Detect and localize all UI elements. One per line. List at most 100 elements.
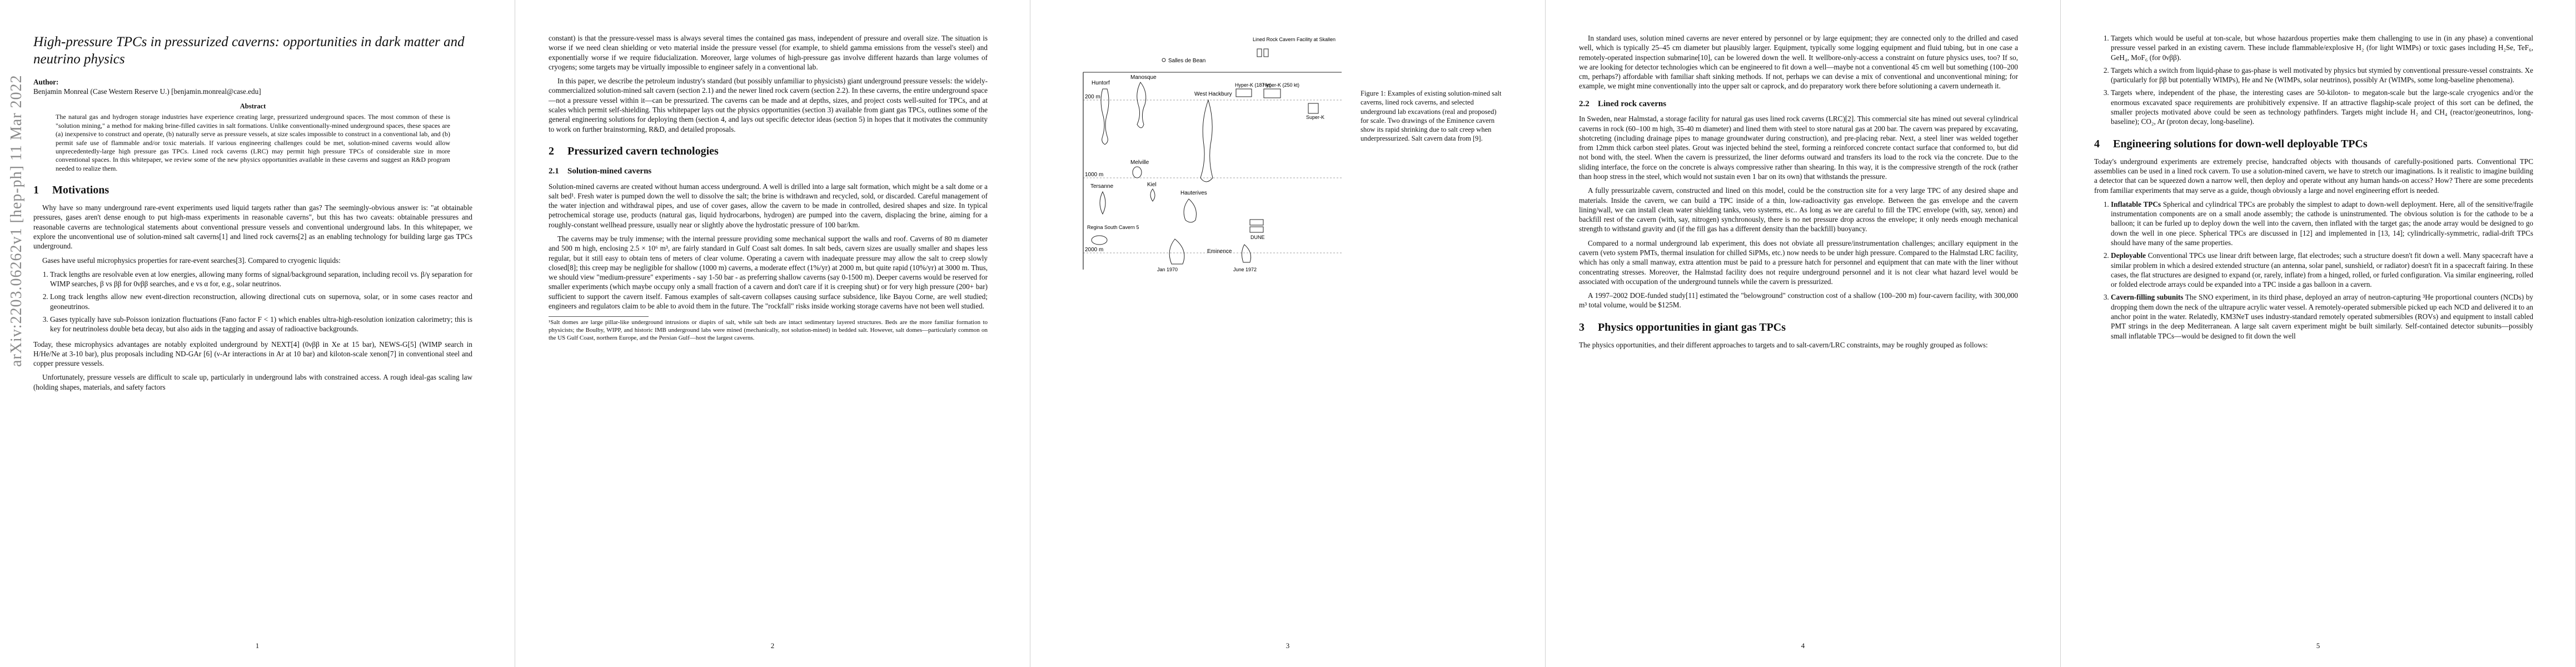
subsection-number: 2.1 [549,167,559,176]
section-number: 2 [549,145,554,157]
cavern-comparison-diagram: 200 m 1000 m 2000 m Salles de Bean Lined… [1083,37,1342,272]
author-heading: Author: [33,77,59,86]
page-5-content: Targets which would be useful at ton-sca… [2094,33,2533,346]
paragraph: A 1997–2002 DOE-funded study[11] estimat… [1579,291,2018,310]
regina-south-label: Regina South Cavern 5 [1087,225,1139,230]
lined-rock-label: Lined Rock Cavern Facility at Skallen [1253,37,1336,42]
huntorf-cavern [1100,88,1109,145]
dune-shape [1249,219,1264,226]
section-number: 3 [1579,321,1585,334]
figure-1-caption: Figure 1: Examples of existing solution-… [1361,89,1502,143]
section-title: Engineering solutions for down-well depl… [2113,137,2368,150]
footnote-rule [549,316,649,317]
list-item: Track lengths are resolvable even at low… [50,270,472,289]
section-4-heading: 4 Engineering solutions for down-well dep… [2094,137,2533,151]
page-number: 1 [255,641,260,650]
lined-rock-cavern-shape [1263,48,1269,57]
list-item-text: The SNO experiment, in its third phase, … [2111,293,2533,340]
hauterives-cavern [1183,198,1197,223]
list-item: Targets which a switch from liquid-phase… [2111,66,2533,85]
list-item-text: Spherical and cylindrical TPCs are proba… [2111,200,2533,247]
manosque-label: Manosque [1130,74,1157,81]
section-title: Physics opportunities in giant gas TPCs [1598,321,1786,334]
salles-de-bean-marker [1162,58,1166,62]
manosque-cavern [1137,82,1147,128]
footnote: ¹Salt domes are large pillar-like underg… [549,319,988,341]
paragraph: Today, these microphysics advantages are… [33,340,472,368]
abstract-heading: Abstract [240,102,266,111]
super-k-label: Super-K [1306,115,1324,120]
dune-label: DUNE [1250,235,1265,240]
subsection-title: Lined rock caverns [1598,99,1667,108]
list-item-head: Cavern-filling subunits [2111,293,2184,302]
abstract-text: The natural gas and hydrogen storage ind… [56,113,450,172]
hyper-k-250kt-shape [1263,88,1281,98]
list-item-text: Conventional TPCs use linear drift betwe… [2111,251,2533,289]
subsection-2-1-heading: 2.1 Solution-mined caverns [549,166,988,177]
eminence-1970-shape [1169,238,1185,265]
kiel-cavern [1150,188,1155,202]
west-hackbury-label: West Hackbury [1194,91,1232,97]
june-1972-label: June 1972 [1233,267,1257,272]
page-number: 3 [1285,641,1290,650]
page-number: 4 [1801,641,1805,650]
paragraph: The caverns may be truly immense; with t… [549,235,988,311]
depth-label-200m: 200 m [1085,94,1100,100]
paragraph: In Sweden, near Halmstad, a storage faci… [1579,115,2018,181]
melville-cavern [1132,166,1142,178]
page-number: 5 [2316,641,2320,650]
hauterives-label: Hauterives [1180,190,1207,196]
list-item: Long track lengths allow new event-direc… [50,292,472,311]
eminence-label: Eminence [1207,248,1232,255]
hyper-k-250kt-label: Hyper-K (250 kt) [1263,82,1299,88]
lined-rock-label-text: Lined Rock Cavern Facility at Skallen [1253,37,1336,42]
kiel-label: Kiel [1147,182,1157,188]
paragraph: Solution-mined caverns are created witho… [549,182,988,229]
list-item: Inflatable TPCs Spherical and cylindrica… [2111,200,2533,247]
page-5: Targets which would be useful at ton-sca… [2061,0,2576,667]
gas-advantages-list: Track lengths are resolvable even at low… [33,270,472,334]
page-number: 2 [770,641,775,650]
page-2: constant) is that the pressure-vessel ma… [515,0,1030,667]
paragraph: In standard uses, solution mined caverns… [1579,34,2018,91]
subsection-2-2-heading: 2.2 Lined rock caverns [1579,99,2018,110]
engineering-solutions-list: Inflatable TPCs Spherical and cylindrica… [2094,200,2533,341]
paragraph: Why have so many underground rare-event … [33,203,472,251]
paragraph: The physics opportunities, and their dif… [1579,340,1988,349]
paragraph: Compared to a normal underground lab exp… [1579,238,2018,286]
paragraph: Today's underground experiments are extr… [2094,157,2533,195]
page-2-content: constant) is that the pressure-vessel ma… [549,33,988,342]
depth-label-1000m: 1000 m [1085,172,1103,178]
author-line: Benjamin Monreal (Case Western Reserve U… [33,87,261,96]
physics-opportunities-list: Targets which would be useful at ton-sca… [2094,33,2533,127]
eminence-1972-shape [1241,244,1252,263]
paragraph: Unfortunately, pressure vessels are diff… [33,373,472,391]
subsection-title: Solution-mined caverns [567,167,652,176]
lined-rock-cavern-shape [1257,48,1262,57]
hyper-k-187kt-label: Hyper-K (187 kt) [1235,82,1272,88]
list-item: Targets where, independent of the phase,… [2111,88,2533,126]
page-1-content: High-pressure TPCs in pressurized cavern… [33,33,472,396]
page-3-content: 200 m 1000 m 2000 m Salles de Bean Lined… [1064,33,1503,279]
super-k-shape [1308,103,1319,114]
paper-title: High-pressure TPCs in pressurized cavern… [33,34,465,67]
tersanne-cavern [1099,191,1106,215]
list-item-head: Inflatable TPCs [2111,200,2161,208]
section-3-heading: 3 Physics opportunities in giant gas TPCs [1579,320,2018,335]
melville-label: Melville [1130,160,1149,166]
west-hackbury-cavern [1200,99,1213,182]
paragraph: constant) is that the pressure-vessel ma… [549,34,988,71]
regina-south-cavern [1091,235,1108,245]
subsection-number: 2.2 [1579,99,1590,108]
salles-de-bean-label: Salles de Bean [1168,58,1205,64]
jan-1970-label: Jan 1970 [1157,267,1178,272]
page-4-content: In standard uses, solution mined caverns… [1579,33,2018,354]
list-item: Gases typically have sub-Poisson ionizat… [50,315,472,334]
section-number: 4 [2094,137,2100,150]
section-title: Motivations [52,183,109,196]
hyper-k-187kt-shape [1235,88,1252,97]
paragraph: Gases have useful microphysics propertie… [42,256,341,265]
